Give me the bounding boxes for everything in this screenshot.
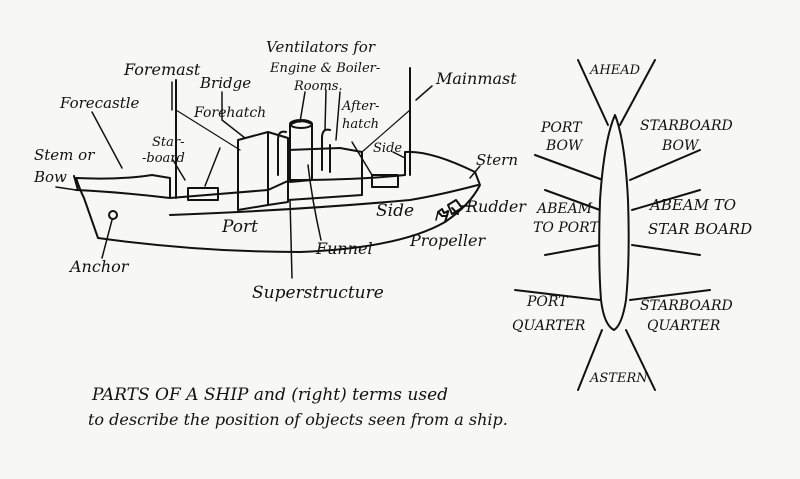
ray-port-quarter bbox=[514, 289, 601, 301]
label-superstructure: Superstructure bbox=[252, 283, 384, 303]
caption: PARTS OF A SHIP and (right) terms used t… bbox=[88, 385, 508, 429]
label-abeam-starboard-2: STAR BOARD bbox=[648, 220, 752, 238]
label-starboard-quarter-1: STARBOARD bbox=[640, 298, 733, 314]
label-astern: ASTERN bbox=[589, 371, 648, 386]
leader-side bbox=[392, 151, 406, 159]
superstructure-block bbox=[287, 147, 363, 201]
ventilator-2 bbox=[321, 128, 331, 171]
label-forehatch: Forehatch bbox=[193, 105, 266, 121]
ship-drawing bbox=[73, 67, 481, 253]
ray-astern-right bbox=[625, 329, 656, 391]
ray-starboard-quarter bbox=[629, 289, 711, 301]
label-funnel: Funnel bbox=[315, 239, 373, 258]
label-forecastle: Forecastle bbox=[59, 94, 140, 112]
propeller-shape bbox=[437, 208, 449, 217]
ventilator-1 bbox=[277, 130, 287, 176]
main-deck bbox=[169, 184, 479, 216]
caption-line-2: to describe the position of objects seen… bbox=[88, 410, 508, 429]
label-starboard-bow-2: BOW bbox=[661, 138, 700, 154]
label-port-quarter-2: QUARTER bbox=[512, 318, 586, 334]
ray-port-bow bbox=[534, 154, 604, 181]
label-foremast: Foremast bbox=[123, 60, 201, 79]
label-stern: Stern bbox=[476, 151, 518, 169]
bearings-diagram: AHEAD PORT BOW STARBOARD BOW ABEAM TO PO… bbox=[512, 59, 752, 391]
label-ventilators-2: Engine & Boiler- bbox=[269, 61, 380, 76]
leader-mainmast bbox=[415, 85, 433, 101]
label-afterhatch-2: hatch bbox=[342, 117, 379, 132]
rudder-shape bbox=[447, 199, 463, 215]
ray-abeam-starboard-top bbox=[631, 189, 701, 211]
leader-stern bbox=[469, 165, 481, 179]
ray-astern-left bbox=[577, 329, 603, 391]
label-anchor: Anchor bbox=[68, 257, 130, 276]
label-rudder: Rudder bbox=[465, 197, 527, 216]
ray-starboard-bow bbox=[629, 149, 701, 181]
label-starboard-1: Star- bbox=[152, 135, 185, 150]
label-stem-2: Bow bbox=[33, 168, 67, 186]
ship-labels: Foremast Bridge Ventilators for Engine &… bbox=[33, 38, 527, 303]
leader-starboard bbox=[172, 159, 186, 181]
ray-ahead-right bbox=[619, 59, 656, 126]
caption-line-1: PARTS OF A SHIP and (right) terms used bbox=[91, 385, 448, 405]
bearing-labels: AHEAD PORT BOW STARBOARD BOW ABEAM TO PO… bbox=[512, 63, 752, 386]
label-starboard-2: -board bbox=[142, 151, 185, 166]
label-port-bow-2: BOW bbox=[545, 138, 584, 154]
label-stem-1: Stem or bbox=[34, 146, 95, 164]
leader-forehatch bbox=[204, 147, 221, 187]
ray-abeam-starboard-bottom bbox=[631, 244, 701, 256]
label-ahead: AHEAD bbox=[589, 63, 641, 78]
funnel-shape bbox=[289, 120, 313, 183]
label-abeam-port-1: ABEAM bbox=[535, 201, 593, 217]
label-propeller: Propeller bbox=[409, 231, 486, 250]
stay-lines bbox=[175, 109, 411, 153]
ray-abeam-port-top bbox=[544, 189, 601, 211]
anchor-hawse bbox=[108, 210, 118, 220]
label-afterhatch-1: After- bbox=[341, 99, 380, 114]
label-side-top: Side bbox=[373, 141, 402, 156]
label-starboard-quarter-2: QUARTER bbox=[647, 318, 721, 334]
label-port-bow-1: PORT bbox=[540, 120, 583, 136]
label-port-quarter-1: PORT bbox=[526, 294, 569, 310]
leader-stem bbox=[55, 186, 77, 191]
afterhatch-shape bbox=[371, 174, 399, 188]
label-abeam-port-2: TO PORT bbox=[533, 220, 600, 236]
leader-propeller bbox=[435, 211, 439, 221]
leader-bridge bbox=[221, 91, 246, 139]
ray-ahead-left bbox=[577, 59, 609, 126]
ship-plan-outline bbox=[598, 114, 630, 331]
ray-abeam-port-bottom bbox=[544, 244, 601, 256]
label-abeam-starboard-1: ABEAM TO bbox=[648, 196, 736, 214]
label-bridge: Bridge bbox=[199, 74, 251, 92]
bridge-block bbox=[237, 131, 289, 211]
label-ventilators-1: Ventilators for bbox=[266, 38, 376, 56]
label-port: Port bbox=[221, 217, 258, 237]
label-starboard-bow-1: STARBOARD bbox=[640, 118, 733, 134]
leader-forecastle bbox=[91, 111, 123, 169]
forecastle-deck bbox=[75, 189, 171, 199]
label-side-bottom: Side bbox=[376, 201, 414, 221]
leader-afterhatch bbox=[351, 141, 373, 176]
leader-superstructure bbox=[289, 199, 293, 279]
label-ventilators-3: Rooms. bbox=[293, 79, 343, 94]
leader-ventilators bbox=[299, 89, 341, 141]
stem-bow bbox=[73, 175, 79, 191]
forehatch-shape bbox=[187, 187, 219, 201]
label-mainmast: Mainmast bbox=[435, 69, 517, 88]
leader-anchor bbox=[101, 219, 113, 259]
leader-funnel bbox=[307, 164, 322, 241]
leader-lines bbox=[55, 81, 481, 279]
